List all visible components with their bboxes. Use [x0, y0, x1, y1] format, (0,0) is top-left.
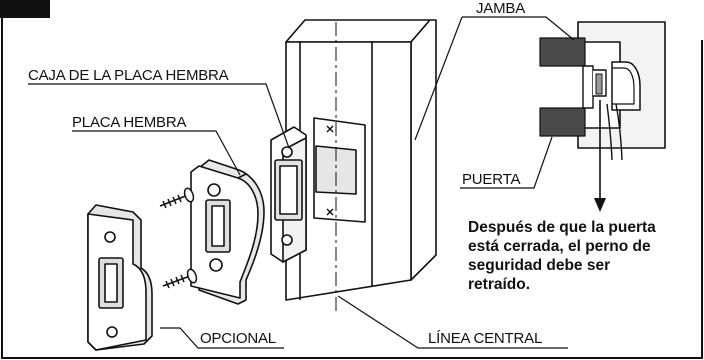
screw-mark-lower	[326, 208, 334, 216]
note-line: Después de que la puerta	[468, 219, 656, 236]
frame-border	[1, 18, 703, 359]
strike-plate	[190, 159, 265, 305]
label-centerline: LÍNEA CENTRAL	[428, 330, 542, 347]
label-jamb: JAMBA	[476, 0, 525, 17]
door-jamb	[285, 19, 437, 301]
note-line: está cerrada, el perno de	[468, 238, 651, 255]
note-line: retraído.	[468, 276, 531, 293]
strike-box	[270, 126, 307, 263]
inset-cross-section	[539, 21, 666, 161]
label-strike-box: CAJA DE LA PLACA HEMBRA	[28, 67, 229, 84]
label-door: PUERTA	[462, 171, 520, 188]
retract-arrow	[594, 100, 606, 212]
optional-plate	[87, 204, 153, 351]
label-optional: OPCIONAL	[200, 330, 276, 347]
screw-mark-upper	[326, 125, 334, 133]
screw-upper	[159, 187, 195, 209]
leader-lines	[28, 16, 575, 349]
screw-lower	[162, 268, 198, 289]
note-line: seguridad debe ser	[468, 257, 611, 274]
retraction-note: Después de que la puerta está cerrada, e…	[468, 218, 704, 294]
step-tab	[0, 0, 50, 18]
label-strike-plate: PLACA HEMBRA	[72, 114, 186, 131]
